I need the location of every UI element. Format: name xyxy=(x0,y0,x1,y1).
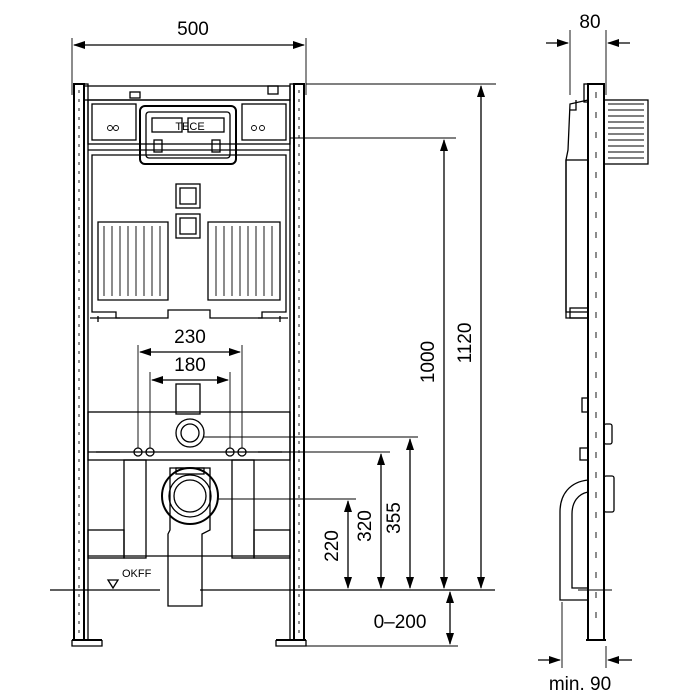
brand-label: TECE xyxy=(175,121,204,133)
dimension-depth: 80 xyxy=(546,12,630,95)
floor-level: OKFF xyxy=(50,568,495,591)
dimension-cistern-height-label: 1000 xyxy=(418,341,439,383)
dimension-drain-height-label: 220 xyxy=(322,530,343,562)
frame-top-rail xyxy=(83,85,291,101)
side-connectors xyxy=(579,397,615,513)
dimension-depth-label: 80 xyxy=(579,12,600,33)
side-view: 80 xyxy=(538,12,649,695)
flush-pipe xyxy=(175,383,201,415)
dimension-pipe-outer: 230 xyxy=(137,327,243,448)
dimension-bolt-height-label: 355 xyxy=(384,502,405,534)
dimension-pipe-outer-label: 230 xyxy=(174,327,206,348)
dimension-width: 500 xyxy=(71,19,307,95)
front-view: 500 xyxy=(50,19,496,647)
side-insulation-block xyxy=(603,99,649,165)
frame-feet xyxy=(71,639,307,647)
frame-right-post xyxy=(289,83,305,641)
side-drain-elbow xyxy=(559,479,589,601)
dimension-fixing-height: 320 xyxy=(355,453,385,589)
dimension-cistern-height: 1000 xyxy=(418,139,448,589)
dimension-foot-adjust: 0–200 xyxy=(374,591,454,645)
side-cistern xyxy=(565,99,589,319)
dimension-pipe-inner: 180 xyxy=(149,355,231,448)
cistern-ribs-right xyxy=(215,226,273,296)
frame-left-post xyxy=(73,83,89,641)
mounting-crossbar xyxy=(87,411,291,461)
side-profile-post xyxy=(583,83,605,641)
dimension-total-height: 1120 xyxy=(455,85,485,589)
cistern-ribs-left xyxy=(103,226,161,296)
dimension-fixing-height-label: 320 xyxy=(355,510,376,542)
floor-level-label: OKFF xyxy=(122,568,152,580)
dimension-width-label: 500 xyxy=(177,19,209,40)
cistern xyxy=(90,154,288,322)
dimension-pipe-inner-label: 180 xyxy=(174,355,206,376)
dimension-min-depth-label: min. 90 xyxy=(549,674,611,695)
drain-assembly xyxy=(87,459,291,607)
dimension-min-depth: min. 90 xyxy=(538,602,632,695)
dimension-drain-height: 220 xyxy=(322,500,352,589)
dimension-total-height-label: 1120 xyxy=(455,323,476,364)
dimension-bolt-height: 355 xyxy=(384,438,414,589)
dimension-foot-adjust-label: 0–200 xyxy=(374,612,427,633)
flush-plate-panel: TECE xyxy=(87,99,291,165)
side-foot xyxy=(578,589,612,641)
